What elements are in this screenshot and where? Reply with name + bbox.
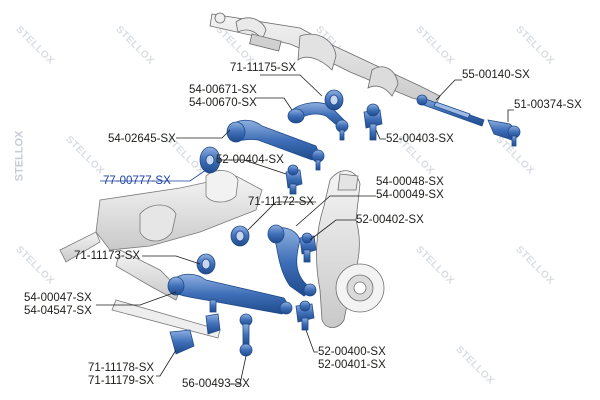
- label-54-02645: 54-02645-SX: [108, 133, 176, 145]
- label-54-00048: 54-00048-SX: [376, 176, 444, 188]
- label-54-04547: 54-04547-SX: [24, 305, 92, 317]
- subframe: [59, 170, 263, 339]
- label-77-00777: 77-00777-SX: [103, 175, 171, 187]
- label-52-00400: 52-00400-SX: [318, 346, 386, 358]
- lower-arm-straight: [167, 273, 293, 315]
- lower-arm-curved: [267, 224, 317, 297]
- label-55-00140: 55-00140-SX: [462, 69, 530, 81]
- bushing-71-11172: [230, 225, 250, 247]
- label-52-00404: 52-00404-SX: [216, 154, 284, 166]
- label-71-11178: 71-11178-SX: [88, 362, 155, 374]
- label-56-00493: 56-00493-SX: [182, 378, 250, 390]
- ball-joint-52-00400: [295, 300, 315, 331]
- label-71-11175: 71-11175-SX: [230, 62, 297, 74]
- stabilizer-bushing: [169, 299, 221, 355]
- bushing-71-11173: [196, 253, 216, 275]
- label-52-00403: 52-00403-SX: [386, 133, 454, 145]
- label-54-00670: 54-00670-SX: [189, 97, 257, 109]
- ball-joint-52-00404: [285, 164, 303, 195]
- steering-knuckle: [316, 170, 385, 328]
- upper-arm-front: [226, 119, 325, 171]
- stabilizer-link: [239, 313, 253, 357]
- bushing-71-11175: [324, 89, 344, 111]
- tie-rod: [416, 94, 485, 127]
- label-54-00049: 54-00049-SX: [376, 189, 444, 201]
- label-71-11173: 71-11173-SX: [74, 250, 141, 262]
- label-54-00047: 54-00047-SX: [24, 292, 92, 304]
- ball-joint-52-00402: [299, 232, 317, 263]
- leader-lines: [96, 74, 514, 385]
- ball-joint-52-00403: [363, 103, 383, 141]
- steering-rack: [209, 12, 441, 105]
- tie-rod-end: [487, 119, 521, 147]
- bushing-77-00777: [199, 146, 221, 174]
- label-52-00401: 52-00401-SX: [318, 359, 386, 371]
- label-51-00374: 51-00374-SX: [514, 99, 582, 111]
- label-52-00402: 52-00402-SX: [356, 214, 424, 226]
- label-54-00671: 54-00671-SX: [189, 84, 257, 96]
- label-71-11172: 71-11172-SX: [248, 196, 315, 208]
- label-71-11179: 71-11179-SX: [88, 375, 155, 387]
